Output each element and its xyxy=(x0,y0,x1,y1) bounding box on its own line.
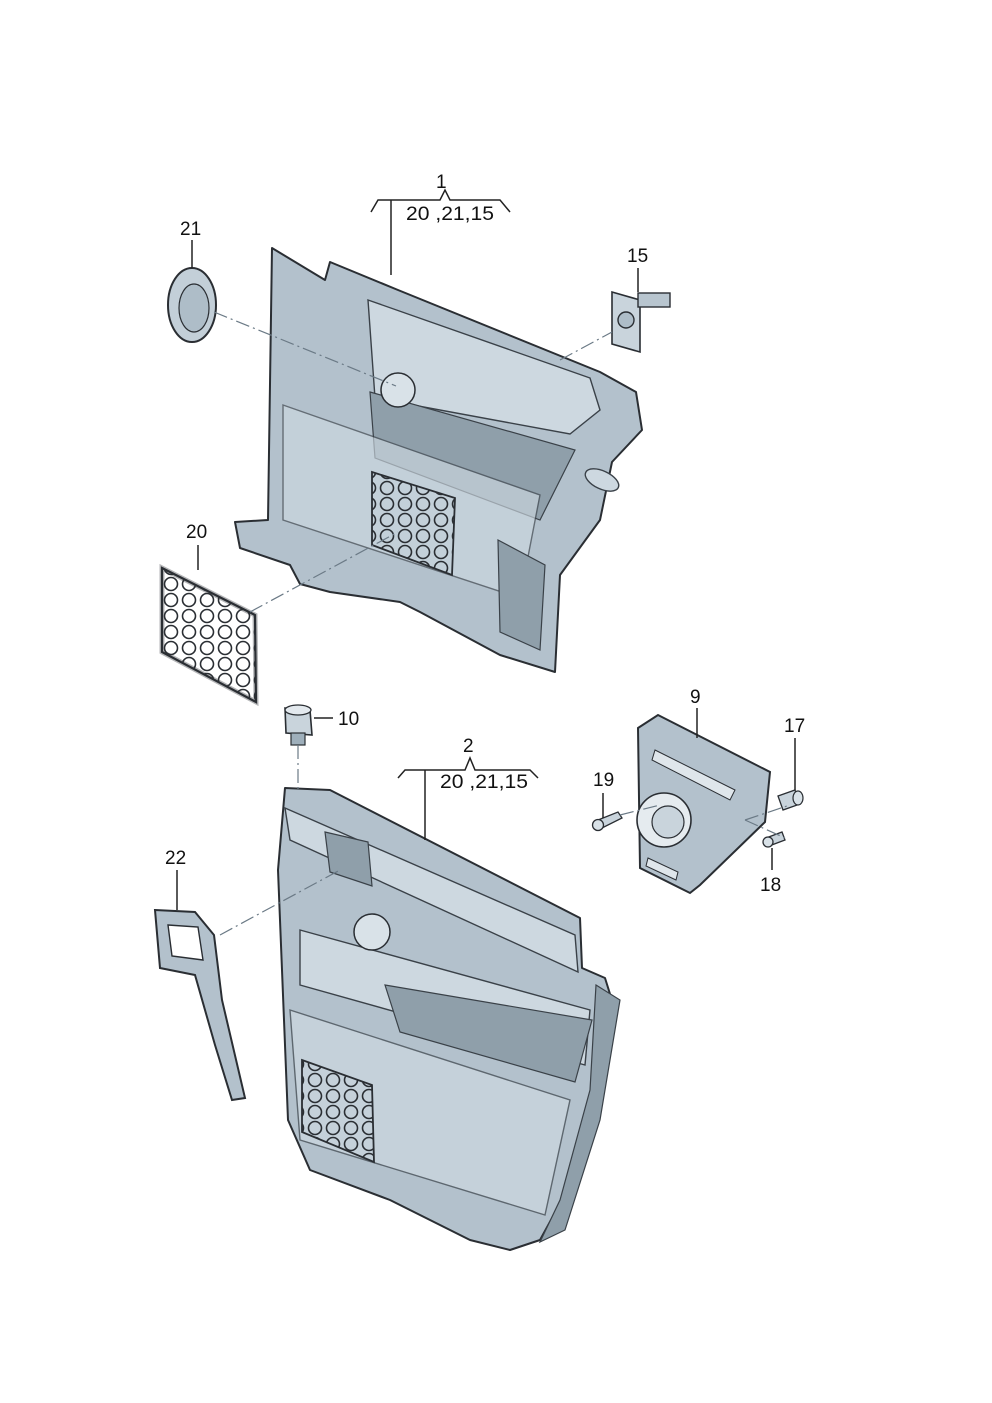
speaker-recess-lower xyxy=(353,913,391,951)
clip-17 xyxy=(777,789,804,811)
callout-20: 20 xyxy=(186,522,207,543)
callout-1-subparts: 20 ,21,15 xyxy=(406,204,494,225)
leader-lines xyxy=(176,188,796,910)
callout-18: 18 xyxy=(760,875,781,896)
callout-19: 19 xyxy=(593,770,614,791)
callout-2-number: 2 xyxy=(463,736,474,757)
screw-18 xyxy=(762,831,786,848)
assembly-lines xyxy=(213,311,791,936)
callout-2-subparts: 20 ,21,15 xyxy=(440,772,528,793)
callout-22: 22 xyxy=(165,848,186,869)
speaker-grille-20 xyxy=(159,563,259,707)
rear-trim-panel xyxy=(234,247,643,673)
callout-21: 21 xyxy=(180,219,201,240)
callout-17: 17 xyxy=(784,716,805,737)
speaker-grille-lower xyxy=(301,1058,375,1164)
callout-9: 9 xyxy=(690,687,701,708)
speaker-grille-upper xyxy=(371,470,456,577)
callout-labels: 1 20 ,21,15 2 20 ,21,15 21 15 20 10 9 17… xyxy=(165,172,805,896)
switch-10 xyxy=(284,704,313,746)
clip-15 xyxy=(611,290,671,354)
callout-1-number: 1 xyxy=(436,172,447,193)
speaker-bracket-9 xyxy=(636,713,772,895)
callout-10: 10 xyxy=(338,709,359,730)
door-trim-panel xyxy=(277,787,621,1251)
speaker-cover-21 xyxy=(167,267,217,343)
callout-15: 15 xyxy=(627,246,648,267)
handle-bezel-22 xyxy=(153,908,247,1102)
speaker-recess-upper xyxy=(380,372,416,408)
screw-19 xyxy=(591,811,623,832)
